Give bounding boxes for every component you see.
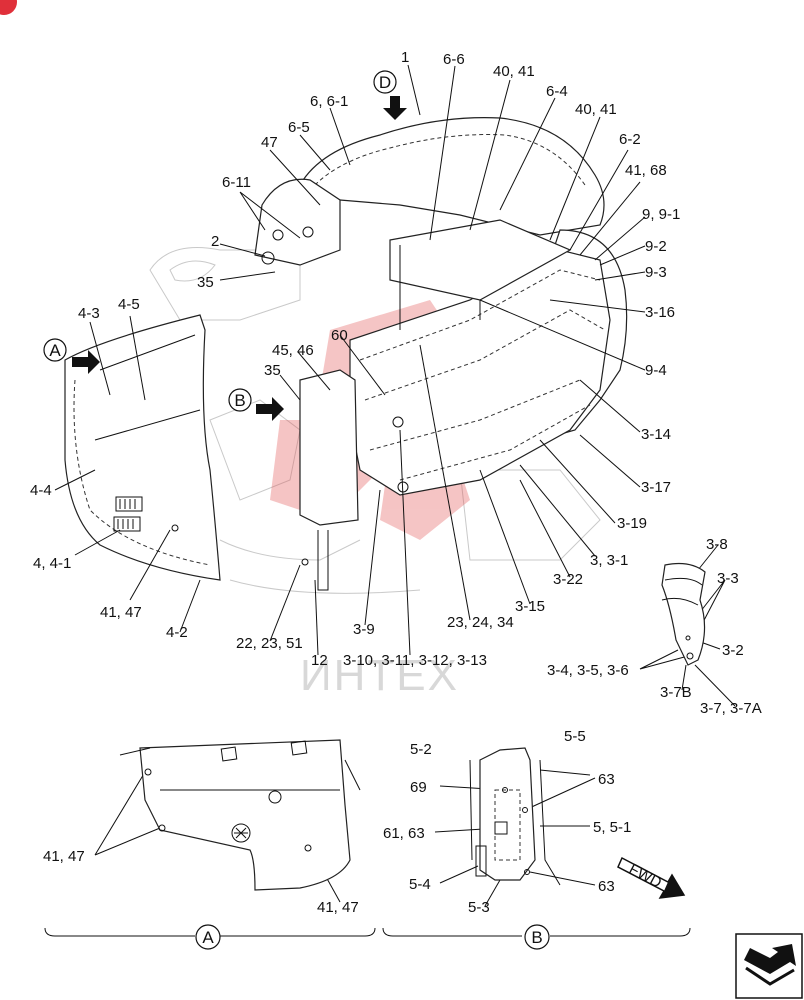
label-3-16: 3-16 xyxy=(645,304,675,321)
label-4-4-1: 4, 4-1 xyxy=(33,555,71,572)
bracket-rollers xyxy=(171,226,409,566)
label-22-23-51: 22, 23, 51 xyxy=(236,635,303,652)
view-marker-D xyxy=(373,70,397,94)
label-9-4: 9-4 xyxy=(645,362,667,379)
label-61-63: 61, 63 xyxy=(383,825,425,842)
label-3-7B: 3-7B xyxy=(660,684,692,701)
label-6-6: 6-6 xyxy=(443,51,465,68)
label-5-5-1: 5, 5-1 xyxy=(593,819,631,836)
label-3-19: 3-19 xyxy=(617,515,647,532)
top-frame xyxy=(389,219,572,301)
label-60: 60 xyxy=(331,327,348,344)
machine-ghost-outline xyxy=(149,247,601,594)
label-35-a: 35 xyxy=(197,274,214,291)
fwd-arrow: FWD xyxy=(617,856,686,899)
label-47: 47 xyxy=(261,134,278,151)
label-3-10-3-11-3-12-3-13: 3-10, 3-11, 3-12, 3-13 xyxy=(343,652,487,669)
label-40-41-a: 40, 41 xyxy=(493,63,535,80)
view-marker-A-text: A xyxy=(49,341,61,360)
view-label-B xyxy=(524,924,550,950)
fwd-label: FWD xyxy=(626,861,664,892)
label-9-9-1: 9, 9-1 xyxy=(642,206,680,223)
label-3-4-3-5-3-6: 3-4, 3-5, 3-6 xyxy=(547,662,629,679)
label-69: 69 xyxy=(410,779,427,796)
label-5-2: 5-2 xyxy=(410,741,432,758)
label-3-3: 3-3 xyxy=(717,570,739,587)
label-4-3: 4-3 xyxy=(78,305,100,322)
label-4-4: 4-4 xyxy=(30,482,52,499)
label-3-15: 3-15 xyxy=(515,598,545,615)
view-marker-A xyxy=(43,338,67,362)
view-label-B-text: B xyxy=(531,928,542,947)
view-label-A-text: A xyxy=(202,928,214,947)
view-arrow-A xyxy=(72,350,100,374)
label-3-9: 3-9 xyxy=(353,621,375,638)
hood-cover xyxy=(299,117,605,236)
view-marker-D-text: D xyxy=(379,73,391,92)
label-6-11: 6-11 xyxy=(222,174,251,191)
label-63-b: 63 xyxy=(598,878,615,895)
label-3-8: 3-8 xyxy=(706,536,728,553)
label-3-14: 3-14 xyxy=(641,426,671,443)
label-2: 2 xyxy=(211,233,219,250)
view-B-detail xyxy=(469,747,561,886)
label-9-2: 9-2 xyxy=(645,238,667,255)
label-41-47-c: 41, 47 xyxy=(317,899,359,916)
label-6-4: 6-4 xyxy=(546,83,568,100)
latch-detail xyxy=(661,562,706,666)
label-3-22: 3-22 xyxy=(553,571,583,588)
view-brackets xyxy=(44,927,691,937)
view-arrow-B xyxy=(256,397,284,421)
corner-badge xyxy=(0,0,17,15)
side-frame-left xyxy=(254,178,341,266)
label-6-5: 6-5 xyxy=(288,119,310,136)
part-labels: 1 6-6 40, 41 6-4 6, 6-1 40, 41 6-5 6-2 4… xyxy=(30,49,762,916)
label-9-3: 9-3 xyxy=(645,264,667,281)
label-41-68: 41, 68 xyxy=(625,162,667,179)
label-40-41-b: 40, 41 xyxy=(575,101,617,118)
next-page-icon[interactable] xyxy=(735,933,803,999)
watermark-text: ИНТЕХ xyxy=(300,651,459,700)
label-4-5: 4-5 xyxy=(118,296,140,313)
front-grille xyxy=(113,496,143,532)
label-5-3: 5-3 xyxy=(468,899,490,916)
label-4-2: 4-2 xyxy=(166,624,188,641)
view-arrow-D xyxy=(383,96,407,120)
label-41-47-b: 41, 47 xyxy=(43,848,85,865)
label-41-47-a: 41, 47 xyxy=(100,604,142,621)
label-12: 12 xyxy=(311,652,328,669)
label-23-24-34: 23, 24, 34 xyxy=(447,614,514,631)
label-5-4: 5-4 xyxy=(409,876,431,893)
label-3-2: 3-2 xyxy=(722,642,744,659)
view-marker-B xyxy=(228,388,252,412)
label-3-17: 3-17 xyxy=(641,479,671,496)
view-A-detail xyxy=(119,739,361,891)
label-3-3-1: 3, 3-1 xyxy=(590,552,628,569)
label-35-b: 35 xyxy=(264,362,281,379)
label-6-6-1: 6, 6-1 xyxy=(310,93,348,110)
label-45-46: 45, 46 xyxy=(272,342,314,359)
label-1: 1 xyxy=(401,49,409,66)
label-3-7-3-7A: 3-7, 3-7A xyxy=(700,700,762,717)
label-63-a: 63 xyxy=(598,771,615,788)
label-6-2: 6-2 xyxy=(619,131,641,148)
vertical-door xyxy=(299,369,359,526)
label-5-5: 5-5 xyxy=(564,728,586,745)
view-label-A xyxy=(195,924,221,950)
view-marker-B-text: B xyxy=(234,391,245,410)
